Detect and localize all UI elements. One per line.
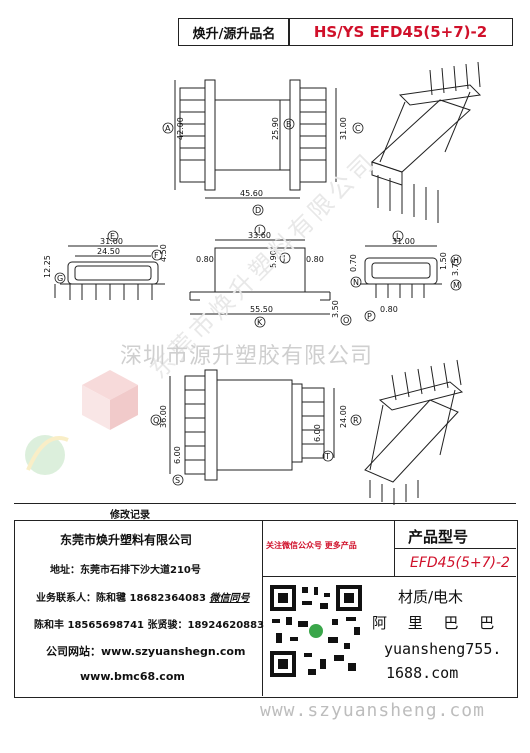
tag-s: S (175, 476, 180, 485)
tag-j: J (282, 254, 285, 263)
tag-g: G (57, 274, 63, 283)
tag-l: L (396, 232, 401, 241)
dim-b-value: 25.90 (271, 117, 280, 140)
dim-c-value: 31.00 (339, 117, 348, 140)
material-title: 材质/电木 (398, 588, 464, 606)
dim-i-value: 33.60 (248, 231, 271, 240)
tag-k: K (257, 318, 263, 327)
tag-f: F (154, 251, 159, 260)
alibaba-label: 阿 里 巴 巴 (372, 614, 503, 632)
contact-line-1: 业务联系人：陈和毽 18682364083 微信同号 (36, 589, 250, 604)
tag-b: B (286, 120, 292, 129)
company-website[interactable]: 公司网站：www.szyuanshegn.com (46, 645, 246, 658)
tag-c: C (355, 124, 361, 133)
tag-t: T (324, 452, 330, 461)
tag-h: H (453, 256, 459, 265)
dim-a-value: 42.00 (176, 117, 185, 140)
dim-k-value: 55.50 (250, 305, 273, 314)
company-watermark: 深圳市源升塑胶有限公司 (120, 344, 374, 369)
website-2[interactable]: www.bmc68.com (80, 670, 185, 683)
dim-q-value: 36.00 (159, 405, 168, 428)
product-name-label: 焕升/源升品名 (178, 18, 290, 46)
company-name: 东莞市焕升塑料有限公司 (60, 533, 193, 547)
qr-code[interactable] (268, 583, 364, 679)
tag-i: I (258, 226, 260, 235)
table-divider (262, 520, 263, 696)
dim-f-value: 4.50 (159, 244, 168, 262)
tag-m: M (453, 281, 460, 290)
tag-o: O (343, 316, 349, 325)
dim-o-value: 3.50 (331, 300, 340, 318)
dim-gap-left: 0.80 (196, 255, 214, 264)
front-view-left (54, 245, 165, 300)
table-top-line (14, 503, 516, 504)
dim-s-value: 6.00 (173, 446, 182, 464)
front-view-center (189, 239, 331, 315)
dim-e1-value: 31.00 (100, 237, 123, 246)
footer-table (14, 520, 518, 698)
tag-q: Q (153, 416, 159, 425)
dim-g-value: 12.25 (43, 255, 52, 278)
leaf-logo (25, 435, 69, 475)
model-title: 产品型号 (408, 528, 469, 546)
dim-gap-right: 0.80 (306, 255, 324, 264)
tag-d: D (255, 206, 261, 215)
technical-drawing: 42.00 25.90 31.00 45.60 31.00 24.50 4.50… (25, 61, 482, 505)
alibaba-url-2[interactable]: 1688.com (386, 664, 459, 682)
tag-p: P (367, 312, 372, 321)
dim-r-value: 24.00 (339, 405, 348, 428)
tag-n: N (353, 278, 359, 287)
contact-line-2: 陈和丰 18565698741 张贤骏：18924620883 (34, 620, 265, 631)
dim-m-value: 3.75 (451, 258, 460, 276)
tag-e: E (110, 232, 115, 241)
dim-p-value: 0.80 (380, 305, 398, 314)
side-view-lower (169, 369, 335, 481)
dim-l-value: 31.00 (392, 237, 415, 246)
dim-j-value: 5.90 (269, 250, 278, 268)
dim-d-value: 45.60 (240, 189, 263, 198)
tag-r: R (353, 416, 359, 425)
side-view (174, 79, 337, 199)
wechat-notice: 关注微信公众号 更多产品 (266, 541, 357, 550)
table-hline (394, 548, 516, 549)
contact-line-1-text: 业务联系人：陈和毽 18682364083 (36, 593, 210, 604)
dim-e2-value: 24.50 (97, 247, 120, 256)
revision-title: 修改记录 (110, 510, 150, 521)
front-view-right (360, 245, 442, 298)
company-logo (82, 370, 138, 430)
dim-n-value: 0.70 (349, 254, 358, 272)
company-address: 地址：东莞市石排下沙大道210号 (50, 565, 201, 576)
wechat-same-number: 微信同号 (209, 593, 250, 604)
model-value: EFD45(5+7)-2 (410, 555, 510, 571)
bottom-url: www.szyuansheng.com (260, 700, 485, 721)
product-name-value: HS/YS EFD45(5+7)-2 (288, 18, 513, 46)
tag-a: A (165, 124, 171, 133)
dim-t-value: 6.00 (313, 424, 322, 442)
alibaba-url-1[interactable]: yuansheng755. (384, 640, 502, 658)
isometric-bottom-view (364, 359, 464, 505)
isometric-top-view (371, 61, 482, 223)
table-hline-2 (262, 576, 516, 577)
dim-h-value: 1.50 (439, 252, 448, 270)
